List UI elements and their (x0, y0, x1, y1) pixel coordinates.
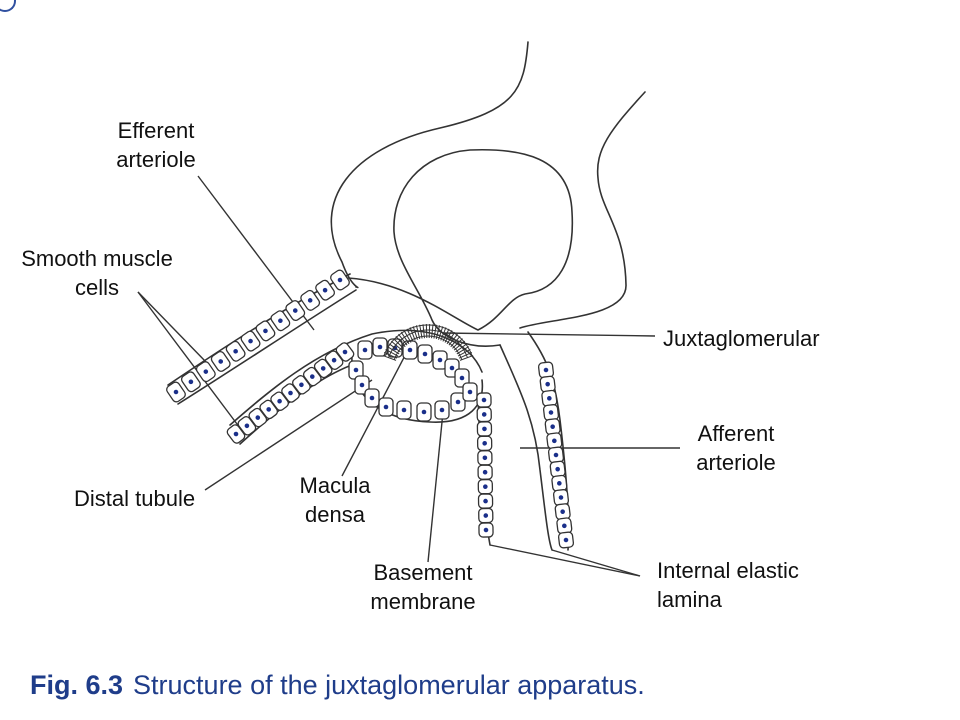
afferent-wall-cell-right (552, 489, 570, 506)
leader-internal-elastic-2 (551, 549, 641, 577)
vessel-outlines (167, 41, 646, 551)
macula-densa-cell (462, 382, 478, 402)
afferent-wall-cell-left (478, 507, 494, 524)
macula-densa-cell (416, 402, 432, 422)
smooth-muscle-cell-efferent (166, 381, 186, 403)
afferent-wall-cell-right (542, 404, 560, 421)
macula-densa-cell (450, 392, 466, 412)
leader-juxtaglomerular (441, 332, 656, 337)
smooth-muscle-cell-efferent (330, 269, 350, 291)
afferent-wall-cell-left (476, 392, 492, 408)
figure-number: Fig. 6.3 (30, 670, 124, 700)
afferent-wall-cell-right (537, 361, 555, 379)
efferent-arteriole-outer-wall (330, 41, 529, 289)
macula-densa-cell (454, 368, 470, 388)
afferent-arteriole-outer-wall (519, 91, 646, 329)
distal-tubule-cell (324, 350, 344, 370)
distal-tubule-inner (239, 361, 361, 445)
afferent-wall-cell-right (539, 375, 556, 393)
leader-macula-densa (341, 345, 411, 477)
afferent-wall-cell-left (477, 478, 494, 495)
label-distal-tubule: Distal tubule (74, 486, 196, 511)
smooth-muscle-cell-efferent (180, 371, 201, 393)
smooth-muscle-cell-efferent (225, 340, 246, 362)
leader-smooth-muscle-2 (137, 291, 241, 429)
macula-densa-cell (417, 344, 433, 364)
leader-internal-elastic-1 (489, 544, 641, 577)
afferent-wall-cell-right (546, 432, 563, 450)
smooth-muscle-cell-efferent (240, 330, 261, 352)
smooth-muscle-cell-efferent (300, 289, 321, 311)
label-juxtaglomerular: Juxtaglomerular (663, 326, 820, 351)
afferent-wall-cell-right (547, 446, 565, 464)
smooth-muscle-cell-efferent (285, 300, 306, 322)
macula-densa-cell (372, 337, 388, 357)
afferent-wall-cell-left (477, 464, 493, 480)
afferent-wall-cell-left (476, 406, 492, 423)
macula-densa-cell (354, 375, 370, 395)
afferent-wall-cell-right (556, 517, 573, 535)
distal-tubule-cell (259, 399, 279, 420)
smooth-muscle-cell-efferent (210, 350, 231, 372)
figure-caption-text: Structure of the juxtaglomerular apparat… (133, 670, 645, 700)
macula-densa-cell (378, 397, 394, 417)
afferent-wall-cell-right (544, 418, 561, 436)
macula-densa-cell (434, 400, 450, 420)
afferent-wall-cell-right (554, 503, 571, 521)
afferent-wall-cell-left (476, 435, 493, 452)
jg-hatch-arc (383, 324, 473, 357)
smooth-muscle-cell-efferent (195, 361, 216, 383)
afferent-wall-cell-right (549, 460, 566, 478)
macula-densa-cell (364, 388, 380, 408)
afferent-wall-cell-right (541, 389, 558, 407)
glomerulus-inner-wall (347, 148, 574, 347)
distal-tubule-cell (292, 375, 311, 395)
leader-lines (137, 175, 680, 577)
figure-caption: Fig. 6.3 Structure of the juxtaglomerular… (30, 670, 645, 701)
efferent-wall-strip-lower (177, 289, 357, 405)
afferent-wall-cell-left (477, 493, 494, 509)
leader-basement-membrane (427, 411, 444, 563)
macula-densa-cell (357, 340, 373, 360)
smooth-muscle-cell-efferent (315, 279, 336, 301)
smooth-muscle-cell-efferent (255, 320, 276, 342)
distal-tubule-cell (335, 342, 355, 362)
afferent-wall-cell-right (557, 531, 575, 549)
leader-distal-tubule (204, 379, 373, 491)
afferent-wall-cell-left (478, 522, 494, 538)
smooth-muscle-cell-efferent (270, 310, 291, 332)
afferent-wall-cell-right (551, 474, 568, 492)
jg-hatch-arc (393, 335, 463, 360)
macula-densa-cell (402, 340, 418, 360)
jg-hatch-arc (388, 329, 468, 358)
afferent-wall-cell-left (477, 450, 493, 466)
cell-layer (166, 269, 575, 549)
afferent-wall-cell-left (476, 421, 493, 437)
afferent-arteriole-inner-wall (499, 344, 553, 551)
macula-densa-cell (396, 400, 412, 420)
leader-smooth-muscle-1 (137, 291, 207, 363)
juxtaglomerular-cells-hatch (382, 324, 474, 361)
